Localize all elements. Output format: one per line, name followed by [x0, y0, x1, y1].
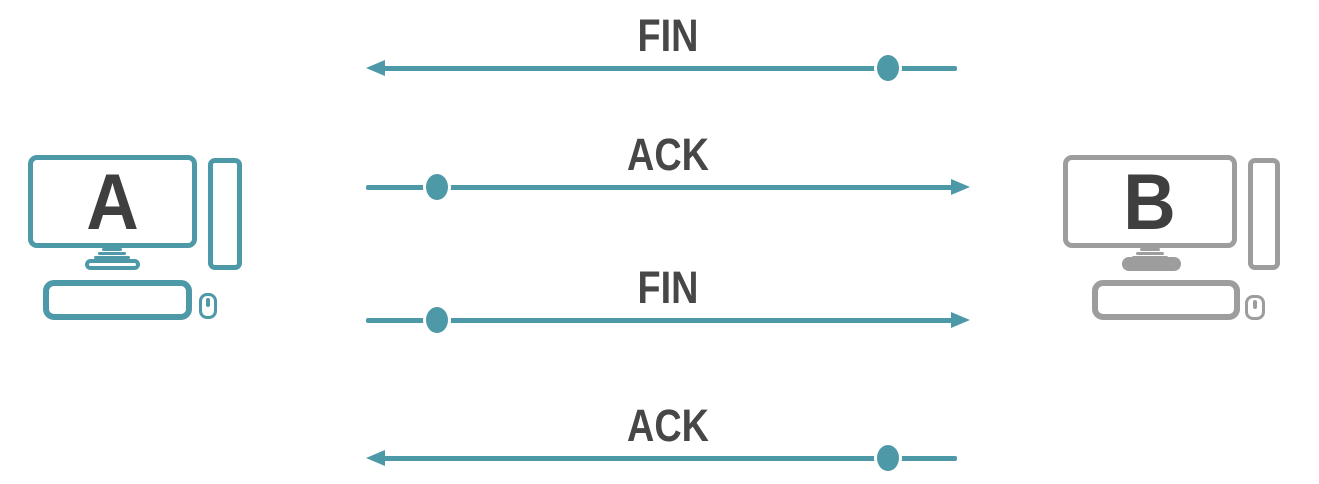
message-label: ACK [627, 129, 709, 180]
host-b-computer-icon: B [1063, 155, 1280, 322]
arrow-line [380, 456, 957, 461]
monitor-base-icon [1122, 257, 1181, 271]
arrowhead-left-icon [366, 450, 385, 466]
host-a-keyboard-icon [43, 280, 192, 320]
monitor-stand-icon [94, 256, 130, 259]
host-a-monitor-icon: A [28, 155, 197, 248]
host-b-tower-icon [1248, 158, 1280, 270]
host-a-computer-icon: A [28, 155, 242, 322]
arrowhead-right-icon [951, 312, 970, 328]
transmission-dot [423, 171, 451, 203]
monitor-stand-icon [1136, 252, 1164, 255]
monitor-stand-icon [1140, 248, 1160, 251]
transmission-dot [874, 442, 902, 474]
monitor-stand-icon [102, 248, 122, 251]
host-a-mouse-icon [199, 293, 217, 319]
message-label: FIN [637, 262, 699, 313]
message-label: FIN [637, 10, 699, 61]
arrow-line [366, 318, 956, 323]
transmission-dot [874, 52, 902, 84]
arrowhead-right-icon [951, 179, 970, 195]
mouse-wheel-icon [206, 298, 210, 307]
host-b-label: B [1123, 157, 1177, 246]
host-b-mouse-icon [1245, 295, 1265, 320]
host-a-label: A [86, 157, 139, 246]
message-label: ACK [627, 400, 709, 451]
arrow-line [380, 66, 957, 71]
host-b-keyboard-icon [1092, 280, 1240, 320]
mouse-wheel-icon [1253, 300, 1257, 309]
arrow-line [366, 185, 956, 190]
host-a-tower-icon [208, 158, 242, 270]
arrowhead-left-icon [366, 60, 385, 76]
monitor-base-icon [85, 259, 140, 270]
monitor-stand-icon [98, 252, 126, 255]
transmission-dot [423, 304, 451, 336]
host-b-monitor-icon: B [1063, 155, 1237, 248]
